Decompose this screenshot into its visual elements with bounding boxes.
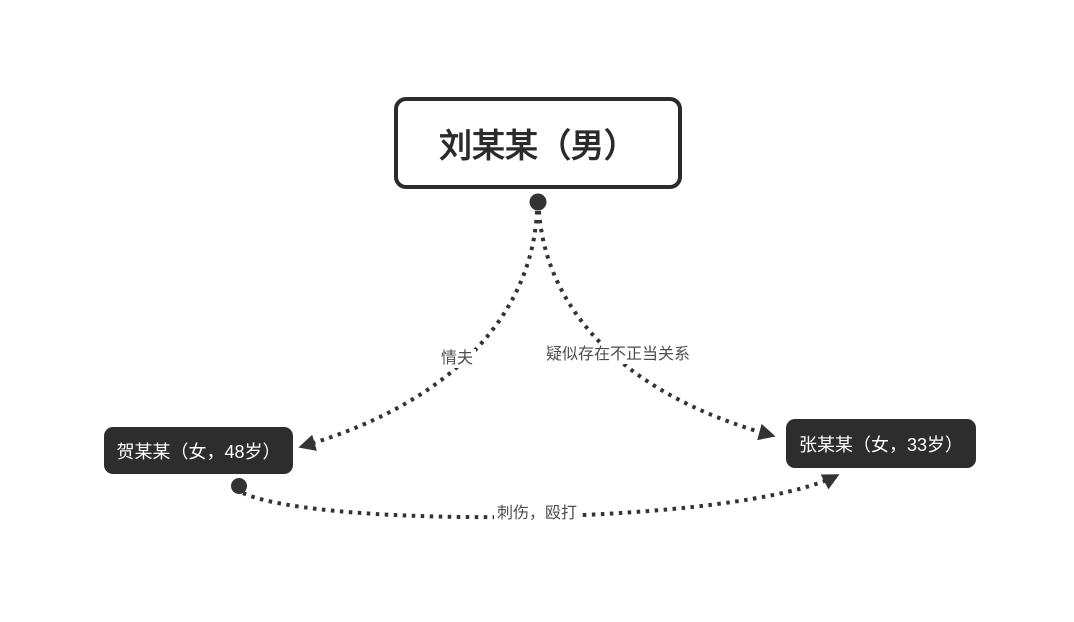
connection-dot-he <box>231 478 247 494</box>
node-he[interactable]: 贺某某（女，48岁） <box>104 427 293 474</box>
edge-label-liu-he: 情夫 <box>438 349 477 368</box>
edge-liu-zhang-path <box>537 210 776 441</box>
connection-dot-liu <box>529 193 547 211</box>
node-liu[interactable]: 刘某某（男） <box>394 97 682 189</box>
edge-label-he-zhang: 刺伤，殴打 <box>494 504 581 523</box>
edge-liu-he-path <box>298 210 539 451</box>
edge-label-liu-zhang: 疑似存在不正当关系 <box>543 345 694 364</box>
node-zhang[interactable]: 张某某（女，33岁） <box>786 419 976 468</box>
